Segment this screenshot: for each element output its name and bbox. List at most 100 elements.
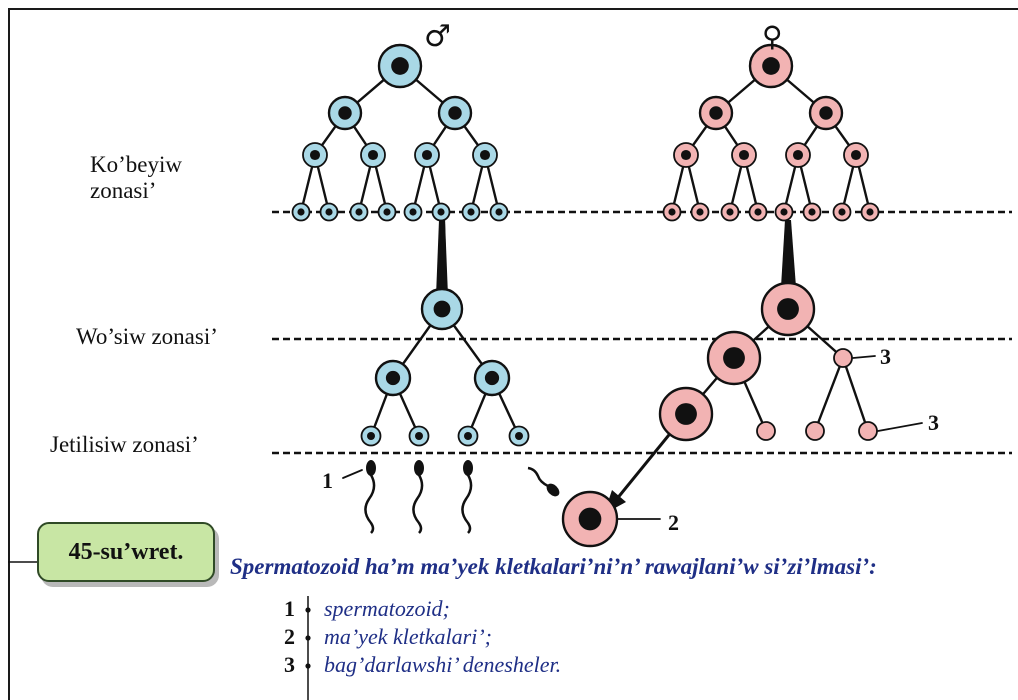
- male-gonium-l2-1-nucleus: [309, 149, 321, 161]
- spermatozoid-head-4: [546, 483, 560, 497]
- callout-spermatozoid: 1: [322, 468, 333, 493]
- male-gonium-l3-8: [489, 202, 509, 222]
- spermatozoid-head-2: [414, 460, 424, 476]
- male-growth-connector: [436, 220, 448, 296]
- female-stem-cell: [748, 43, 794, 89]
- female-primary-oocyte: [760, 281, 816, 337]
- male-gonium-l3-2: [319, 202, 339, 222]
- legend-text-1: spermatozoid;: [324, 596, 450, 621]
- spermatozoid-tail-4: [527, 466, 549, 488]
- figure-frame: [8, 8, 1018, 700]
- male-gonium-l3-7: [461, 202, 481, 222]
- legend-bullet-3: [305, 663, 311, 669]
- male-gonium-1-nucleus: [338, 106, 352, 120]
- female-gonium-l3-7: [832, 202, 852, 222]
- legend-text-3: bag’darlawshi’ denesheler.: [324, 652, 562, 677]
- male-symbol: ♂: [424, 19, 451, 54]
- female-gonium-l3-8-nucleus: [866, 208, 874, 216]
- male-gonium-l2-3-nucleus: [421, 149, 433, 161]
- female-gonium-2-nucleus: [819, 106, 833, 120]
- male-spermatid-1-nucleus: [367, 432, 375, 440]
- callout-egg-cell: 2: [668, 510, 679, 535]
- male-gonium-l3-4: [377, 202, 397, 222]
- zone-label-proliferation: Ko’beyiw zonasi’: [90, 152, 182, 203]
- egg-cell: [561, 490, 619, 548]
- female-first-polar-body: [833, 348, 853, 368]
- female-gonium-l3-3: [720, 202, 740, 222]
- female-polar-body-b: [805, 421, 825, 441]
- female-polar-split-edge: [813, 356, 845, 433]
- male-gonium-l3-4-nucleus: [383, 208, 391, 216]
- callout-line-polar-upper: [852, 355, 876, 359]
- spermatozoid-tail-1: [364, 474, 376, 534]
- female-gonium-l2-1-nucleus: [680, 149, 692, 161]
- female-ootid-nucleus: [675, 403, 697, 425]
- female-polar-body-a-membrane: [756, 421, 776, 441]
- legend-text-2: ma’yek kletkalari’;: [324, 624, 492, 649]
- male-gonium-l3-1-nucleus: [297, 208, 305, 216]
- figure-caption: Spermatozoid ha’m ma’yek kletkalari’ni’n…: [230, 554, 877, 579]
- male-stem-cell-nucleus: [391, 57, 409, 75]
- male-gonium-l3-1: [291, 202, 311, 222]
- female-gonium-l3-8: [860, 202, 880, 222]
- female-gonium-l3-1-nucleus: [668, 208, 676, 216]
- female-gonium-1: [698, 95, 734, 131]
- spermatozoid-head-3: [463, 460, 473, 476]
- male-gonium-l3-3: [349, 202, 369, 222]
- spermatozoid-tail-2: [412, 474, 424, 534]
- spermatozoid-tail-3: [461, 474, 473, 534]
- female-gonium-l3-4: [748, 202, 768, 222]
- male-primary-spermatocyte: [420, 287, 464, 331]
- legend-number-3: 3: [284, 652, 295, 677]
- callout-polar-body-lower: 3: [928, 410, 939, 435]
- male-spermatid-3-nucleus: [464, 432, 472, 440]
- female-gonium-l3-2: [690, 202, 710, 222]
- female-gonium-l3-5-nucleus: [780, 208, 788, 216]
- legend-number-2: 2: [284, 624, 295, 649]
- male-spermatid-3: [457, 425, 479, 447]
- male-spermatid-1: [360, 425, 382, 447]
- female-gonium-l3-6-nucleus: [808, 208, 816, 216]
- female-polar-split-edge: [841, 356, 870, 433]
- male-gonium-l2-2: [360, 142, 386, 168]
- callout-line-polar-lower: [877, 422, 923, 432]
- male-gonium-l3-5-nucleus: [409, 208, 417, 216]
- female-gonium-l3-7-nucleus: [838, 208, 846, 216]
- female-polar-body-c-membrane: [858, 421, 878, 441]
- male-gonium-l2-1: [302, 142, 328, 168]
- legend-bullet-1: [305, 607, 311, 613]
- male-gonium-l3-7-nucleus: [467, 208, 475, 216]
- male-gonium-l3-6-nucleus: [437, 208, 445, 216]
- female-polar-body-b-membrane: [805, 421, 825, 441]
- male-gonium-l3-8-nucleus: [495, 208, 503, 216]
- female-polar-body-c: [858, 421, 878, 441]
- male-gonium-l3-3-nucleus: [355, 208, 363, 216]
- female-gonium-l2-4-nucleus: [850, 149, 862, 161]
- male-stem-cell: [377, 43, 423, 89]
- female-first-polar-body-membrane: [833, 348, 853, 368]
- female-gonium-l2-3-nucleus: [792, 149, 804, 161]
- male-gonium-l3-6: [431, 202, 451, 222]
- male-spermatid-4-nucleus: [515, 432, 523, 440]
- female-gonium-1-nucleus: [709, 106, 723, 120]
- female-primary-oocyte-nucleus: [777, 298, 799, 320]
- female-gonium-l2-4: [843, 142, 869, 168]
- female-gonium-l3-2-nucleus: [696, 208, 704, 216]
- male-spermatid-2: [408, 425, 430, 447]
- female-polar-body-a: [756, 421, 776, 441]
- male-gonium-1: [327, 95, 363, 131]
- male-secondary-spermatocyte-1: [374, 359, 412, 397]
- figure-number-badge: 45-su’wret.: [37, 522, 215, 582]
- female-symbol: ♀: [762, 20, 783, 53]
- male-gonium-2-nucleus: [448, 106, 462, 120]
- female-secondary-oocyte-nucleus: [723, 347, 745, 369]
- male-primary-spermatocyte-nucleus: [433, 300, 451, 318]
- male-spermatid-4: [508, 425, 530, 447]
- female-gonium-l2-1: [673, 142, 699, 168]
- female-growth-connector: [781, 220, 796, 287]
- spermatozoid-head-1: [366, 460, 376, 476]
- female-gonium-l2-3: [785, 142, 811, 168]
- male-gonium-l2-4: [472, 142, 498, 168]
- male-gonium-l2-4-nucleus: [479, 149, 491, 161]
